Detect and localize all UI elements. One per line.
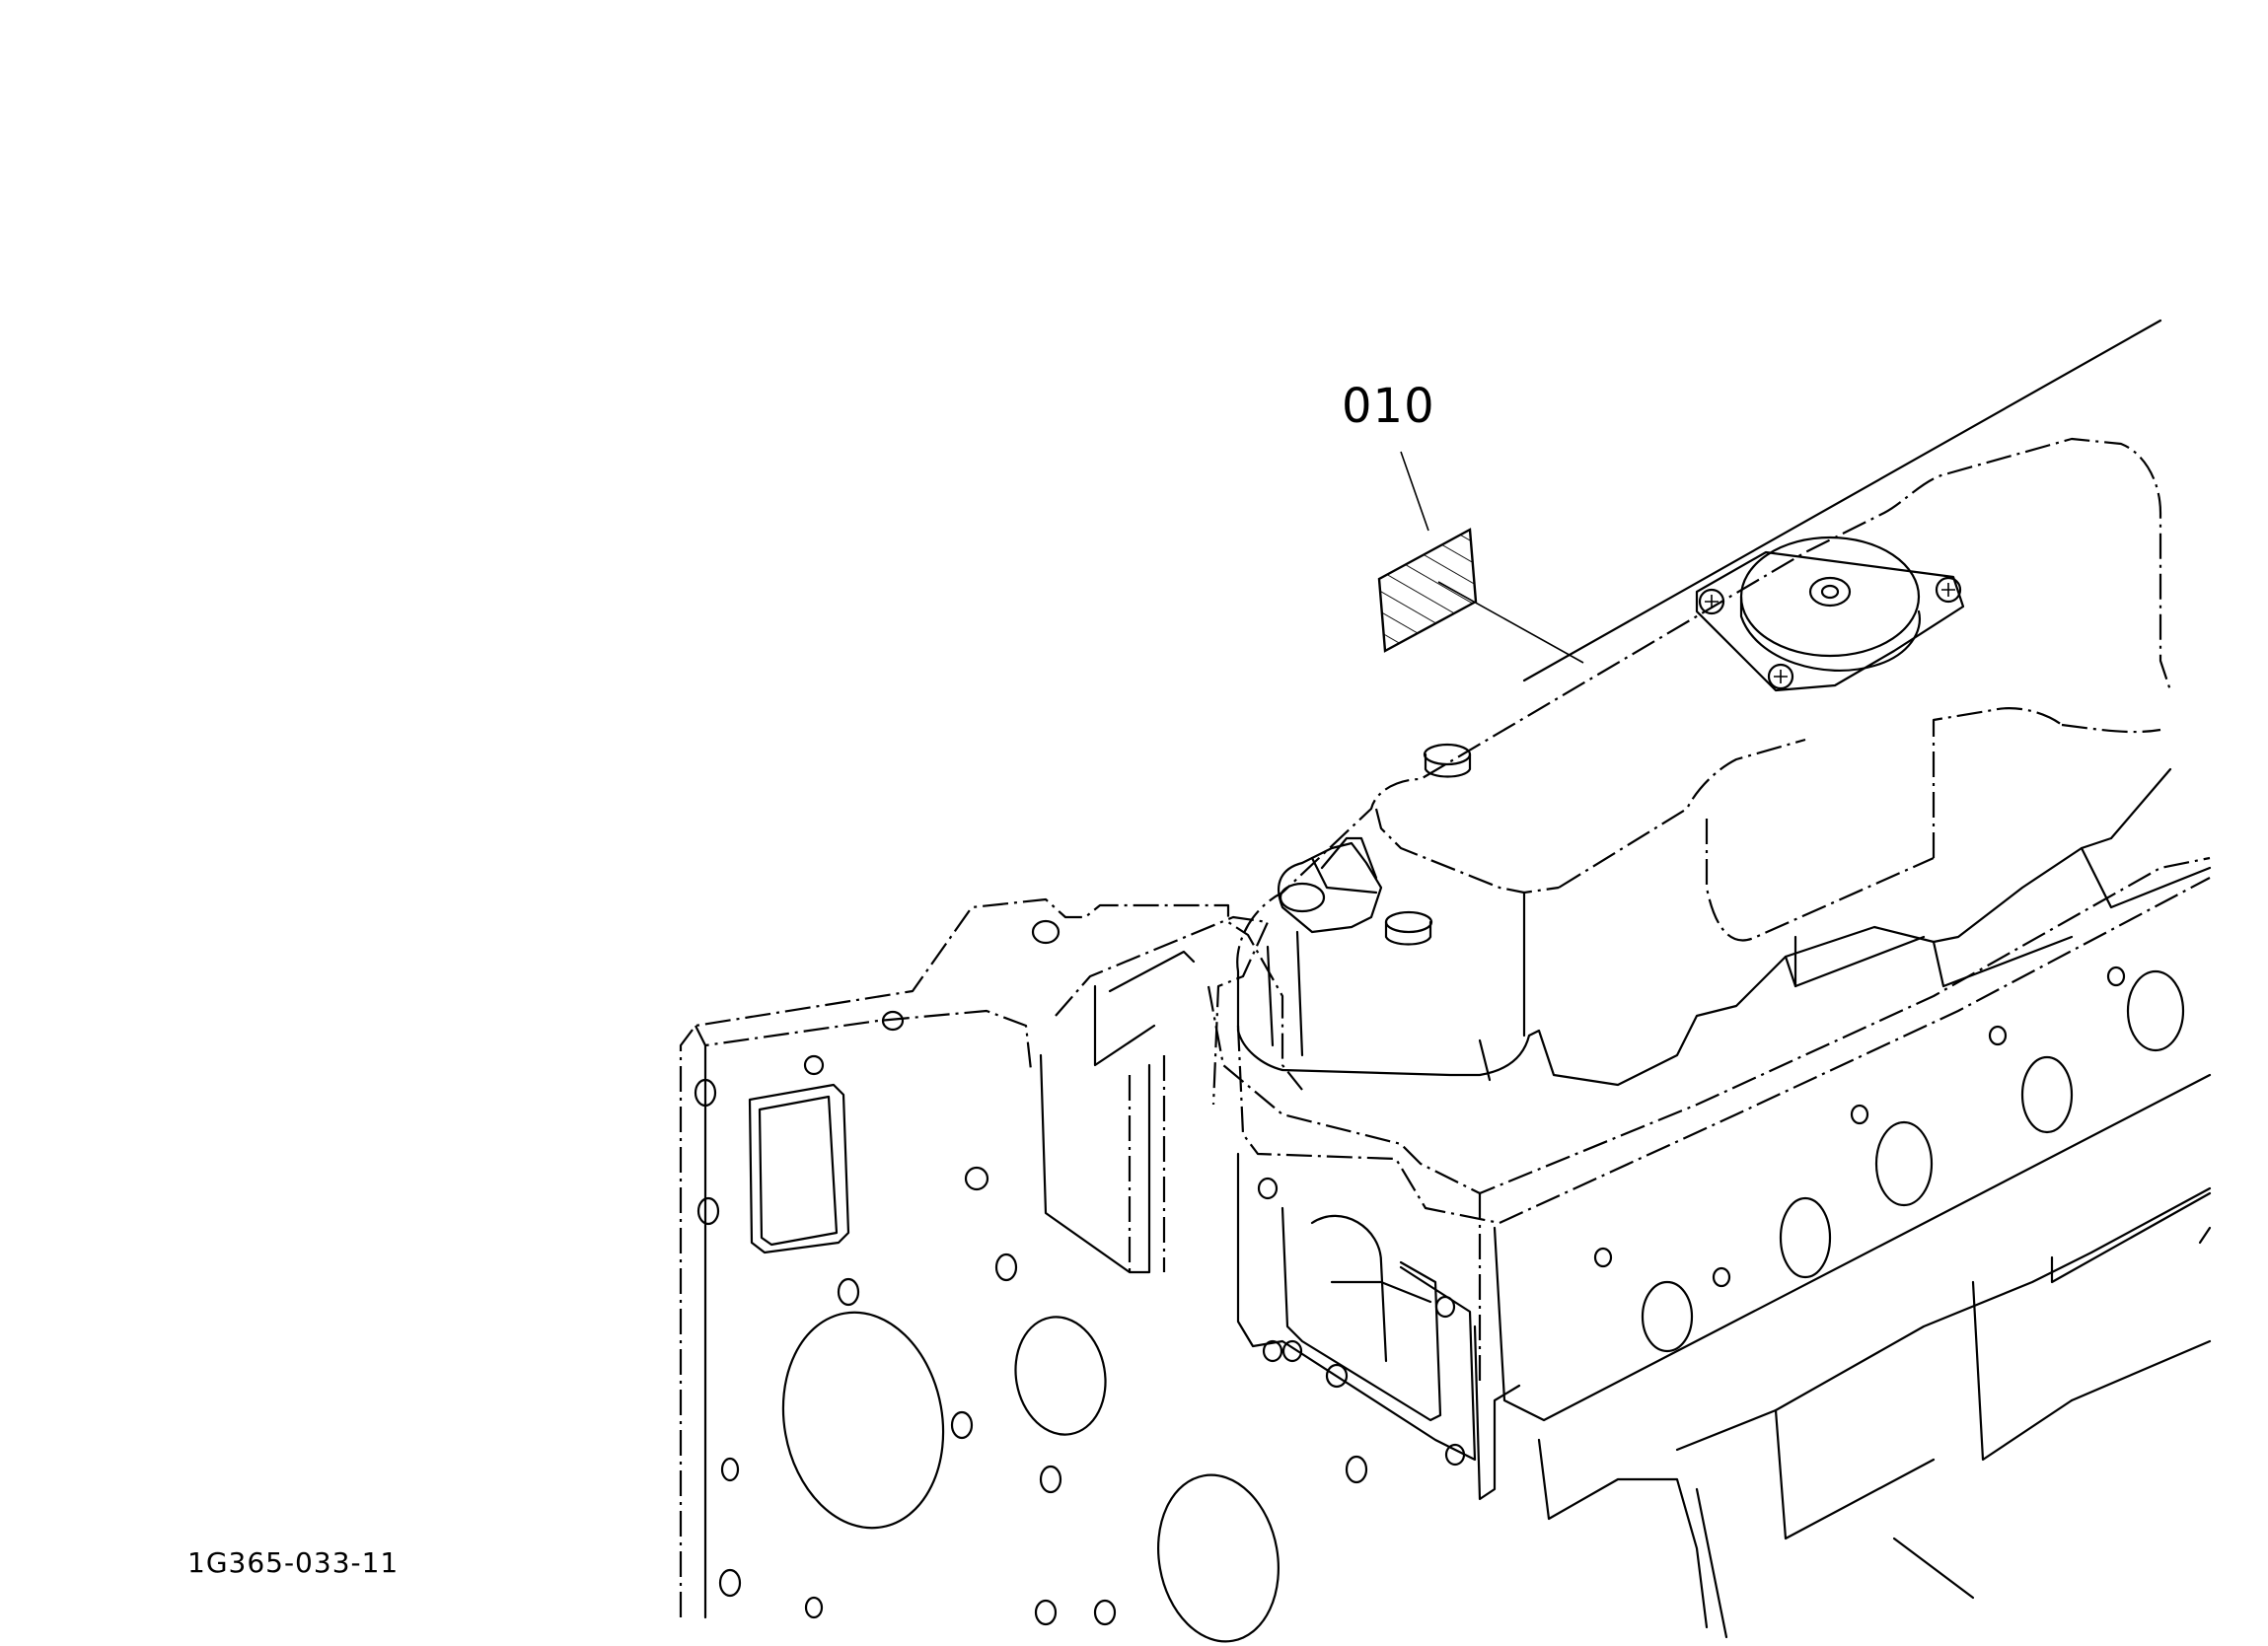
oil-filler-cap [1278, 836, 1383, 934]
cylinder-head [1207, 856, 2212, 1639]
callout-010 [1377, 451, 1584, 664]
thermostat-housing [1236, 1152, 1521, 1501]
engine-block [679, 897, 1368, 1643]
figure-code: 1G365-033-11 [187, 1546, 400, 1579]
breather-cap [1695, 536, 1965, 692]
cover-studs [1384, 743, 1472, 946]
valve-cover [1236, 319, 2212, 1087]
callout-label-010: 010 [1342, 379, 1435, 434]
gear-case [1039, 915, 1270, 1274]
label-decal [1377, 528, 1478, 653]
bolt-holes [694, 919, 1368, 1626]
